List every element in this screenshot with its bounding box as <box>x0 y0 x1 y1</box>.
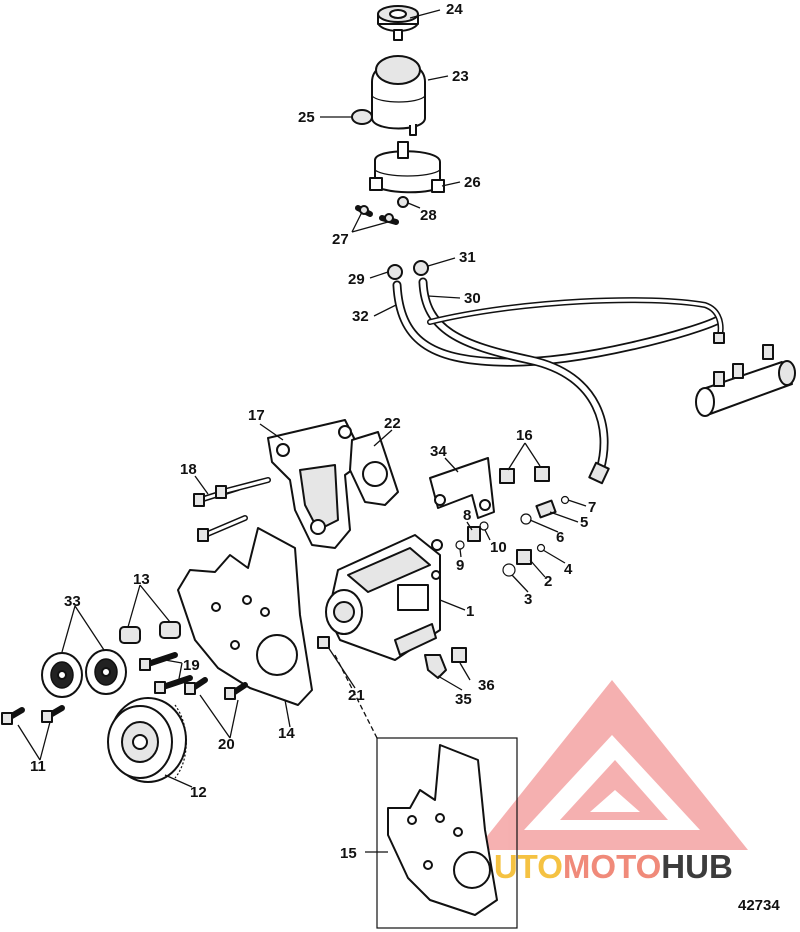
part-oring-4 <box>536 543 546 553</box>
callout-24: 24 <box>446 1 463 18</box>
callout-20: 20 <box>218 736 235 753</box>
part-spacer-13b <box>159 621 181 639</box>
part-spacer-13a <box>119 626 141 644</box>
part-power-steering-pump <box>325 534 443 661</box>
callout-7: 7 <box>588 499 596 516</box>
part-screws-27 <box>355 205 399 225</box>
callout-8: 8 <box>463 507 471 524</box>
callout-21: 21 <box>348 687 365 704</box>
part-washer-28 <box>397 196 409 208</box>
callout-6: 6 <box>556 529 564 546</box>
part-gasket-22 <box>349 431 399 506</box>
callout-10: 10 <box>490 539 507 556</box>
part-reservoir-bracket <box>369 141 445 194</box>
part-cap <box>377 5 419 41</box>
part-oring-3 <box>502 563 516 577</box>
part-clamp-29 <box>387 264 403 280</box>
part-nut-21 <box>317 636 330 649</box>
callout-33: 33 <box>64 593 81 610</box>
part-bracket-34 <box>429 457 495 519</box>
callout-14: 14 <box>278 725 295 742</box>
watermark-text: AUTOMOTOHUB <box>470 848 733 885</box>
watermark-moto: MOTO <box>563 848 661 885</box>
callout-12: 12 <box>190 784 207 801</box>
watermark-logo <box>476 680 748 850</box>
callout-4: 4 <box>564 561 573 578</box>
callout-3: 3 <box>524 591 532 608</box>
callout-27: 27 <box>332 231 349 248</box>
part-hose-fitting <box>588 461 610 485</box>
part-plug <box>351 109 373 125</box>
part-fitting-8 <box>467 526 481 542</box>
part-plate-15 <box>387 744 498 916</box>
callout-9: 9 <box>456 557 464 574</box>
callout-15: 15 <box>340 845 357 862</box>
part-oring-6 <box>520 513 532 525</box>
callout-17: 17 <box>248 407 265 424</box>
callout-34: 34 <box>430 443 447 460</box>
callout-18: 18 <box>180 461 197 478</box>
part-fitting-2 <box>516 549 532 565</box>
part-fitting-36 <box>451 647 467 663</box>
watermark-hub: HUB <box>661 848 733 885</box>
part-plate-14 <box>177 527 313 706</box>
callout-25: 25 <box>298 109 315 126</box>
part-hose-32 <box>392 280 723 367</box>
part-fitting-5 <box>535 499 557 519</box>
part-oring-7 <box>560 495 570 505</box>
part-oring-10 <box>479 521 489 531</box>
logo-triangle-core <box>560 760 668 820</box>
part-oil-cooler <box>695 344 796 417</box>
logo-triangle-hole <box>590 790 640 812</box>
part-cooler-line <box>427 297 725 344</box>
part-nut-16a <box>499 468 515 484</box>
callout-labels: 24 23 25 26 28 27 29 31 30 32 17 22 34 1… <box>30 1 780 914</box>
callout-2: 2 <box>544 573 552 590</box>
part-idler-pulleys-33 <box>41 649 127 698</box>
callout-13: 13 <box>133 571 150 588</box>
callout-11: 11 <box>30 758 46 775</box>
leader-lines <box>17 9 587 853</box>
callout-30: 30 <box>464 290 481 307</box>
callout-19: 19 <box>183 657 200 674</box>
part-elbow-35 <box>424 654 447 679</box>
part-clamp-31 <box>413 260 429 276</box>
part-oring-9 <box>455 540 465 550</box>
part-reservoir <box>371 55 426 136</box>
part-mount-bracket-17 <box>267 419 356 549</box>
callout-36: 36 <box>478 677 495 694</box>
part-nut-16b <box>534 466 550 482</box>
callout-31: 31 <box>459 249 476 266</box>
callout-5: 5 <box>580 514 588 531</box>
callout-26: 26 <box>464 174 481 191</box>
callout-23: 23 <box>452 68 469 85</box>
detail-box <box>376 737 518 929</box>
callout-1: 1 <box>466 603 474 620</box>
callout-22: 22 <box>384 415 401 432</box>
part-drive-pulley-12 <box>107 697 187 783</box>
callout-35: 35 <box>455 691 472 708</box>
callout-29: 29 <box>348 271 365 288</box>
part-bolts-11 <box>1 705 65 725</box>
part-bolts-18 <box>193 477 271 542</box>
part-bolts-20 <box>184 677 248 700</box>
callout-28: 28 <box>420 207 437 224</box>
part-bolts-19 <box>139 652 193 694</box>
callout-16: 16 <box>516 427 533 444</box>
diagram-id: 42734 <box>738 897 780 914</box>
callout-32: 32 <box>352 308 369 325</box>
